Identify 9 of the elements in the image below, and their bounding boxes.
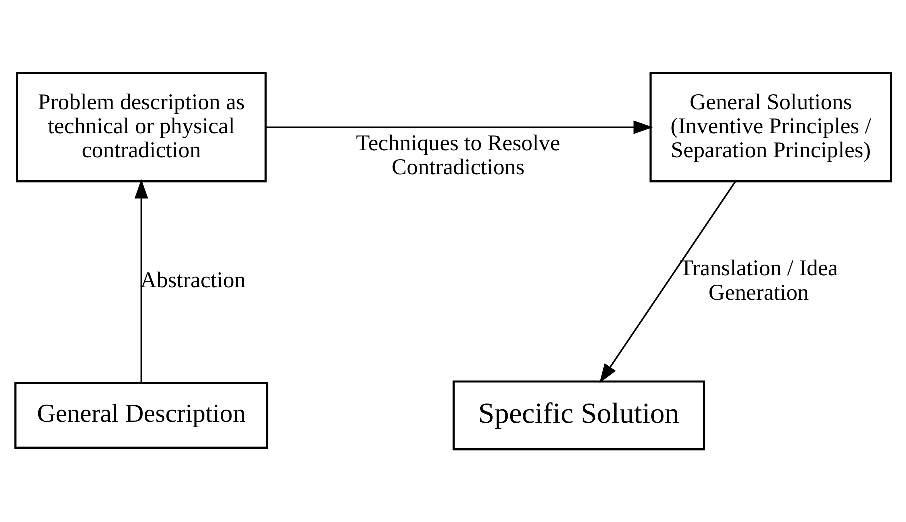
edge-label: Techniques to Resolve Contradictions	[356, 130, 560, 180]
node-box: General Description	[14, 382, 268, 448]
node-box: Problem description as technical or physical contradiction	[16, 72, 266, 182]
node-box: Specific Solution	[452, 380, 705, 450]
arrow	[134, 178, 148, 382]
arrow	[265, 120, 653, 134]
node-box: General Solutions (Inventive Principles / Separation Principles)	[649, 72, 892, 182]
arrow	[599, 180, 736, 383]
edge-label: Translation / Idea Generation	[679, 255, 838, 304]
